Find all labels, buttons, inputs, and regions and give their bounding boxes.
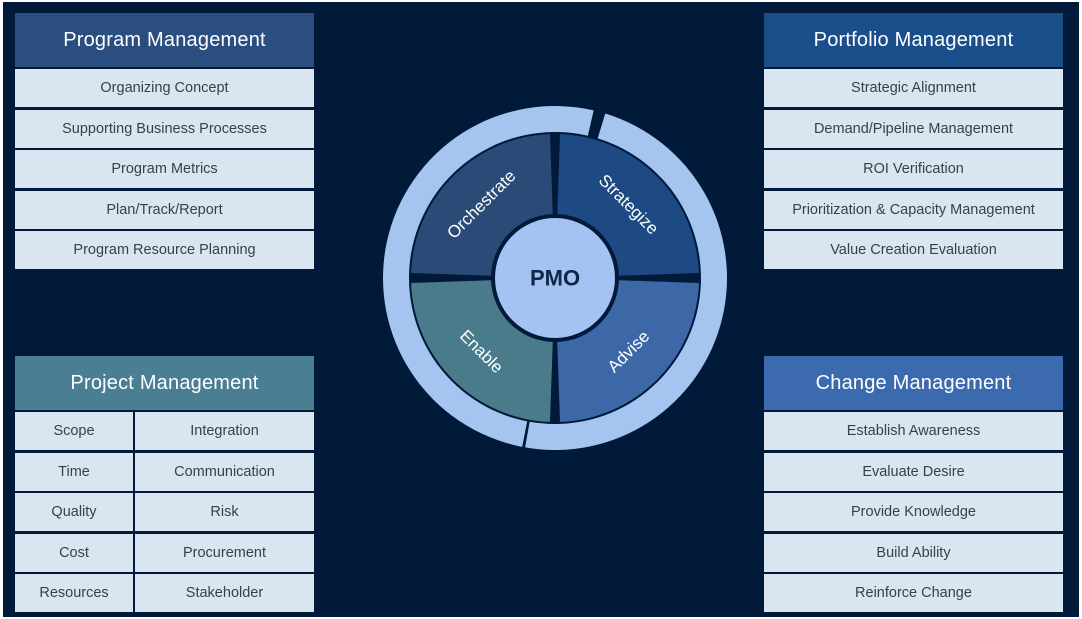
change-item: Reinforce Change: [764, 573, 1063, 612]
segment-orchestrate: [411, 134, 553, 276]
portfolio-item: ROI Verification: [764, 150, 1063, 189]
change-item: Provide Knowledge: [764, 493, 1063, 532]
project-cell: Procurement: [182, 544, 266, 561]
project-management-title: Project Management: [15, 356, 314, 410]
project-cell: Communication: [174, 463, 275, 480]
change-management-title: Change Management: [764, 356, 1063, 410]
project-row: Time Communication: [15, 452, 314, 491]
portfolio-item: Demand/Pipeline Management: [764, 109, 1063, 148]
segment-strategize: [557, 134, 699, 276]
project-row: Resources Stakeholder: [15, 573, 314, 612]
change-item: Build Ability: [764, 533, 1063, 572]
portfolio-item: Strategic Alignment: [764, 69, 1063, 108]
segment-enable: [411, 280, 553, 422]
change-item: Evaluate Desire: [764, 452, 1063, 491]
outer-ring-left: [383, 106, 594, 447]
pmo-wheel: Orchestrate Strategize Advise Enable PMO: [383, 106, 728, 451]
program-item: Plan/Track/Report: [15, 190, 314, 229]
pmo-diagram: Program Management Organizing Concept Su…: [3, 2, 1079, 617]
program-item: Program Metrics: [15, 150, 314, 189]
program-management-title: Program Management: [15, 13, 314, 67]
project-cell: Risk: [210, 504, 239, 521]
program-item: Supporting Business Processes: [15, 109, 314, 148]
project-cell: Quality: [15, 493, 135, 532]
project-cell: Cost: [15, 533, 135, 572]
program-management-panel: Program Management Organizing Concept Su…: [15, 13, 314, 269]
portfolio-item: Prioritization & Capacity Management: [764, 190, 1063, 229]
pmo-label: PMO: [530, 266, 580, 291]
project-cell: Integration: [190, 423, 259, 440]
program-item: Program Resource Planning: [15, 230, 314, 269]
portfolio-management-title: Portfolio Management: [764, 13, 1063, 67]
portfolio-item: Value Creation Evaluation: [764, 230, 1063, 269]
segment-advise: [557, 280, 699, 422]
project-management-panel: Project Management Scope Integration Tim…: [15, 356, 314, 612]
change-item: Establish Awareness: [764, 412, 1063, 451]
project-row: Scope Integration: [15, 412, 314, 451]
program-item: Organizing Concept: [15, 69, 314, 108]
project-row: Cost Procurement: [15, 533, 314, 572]
project-cell: Time: [15, 452, 135, 491]
pmo-center: [495, 218, 615, 338]
outer-ring-right: [525, 113, 728, 451]
change-management-panel: Change Management Establish Awareness Ev…: [764, 356, 1063, 612]
project-cell: Scope: [15, 412, 135, 451]
project-cell: Stakeholder: [185, 584, 264, 601]
portfolio-management-panel: Portfolio Management Strategic Alignment…: [764, 13, 1063, 269]
project-cell: Resources: [15, 573, 135, 612]
project-row: Quality Risk: [15, 493, 314, 532]
